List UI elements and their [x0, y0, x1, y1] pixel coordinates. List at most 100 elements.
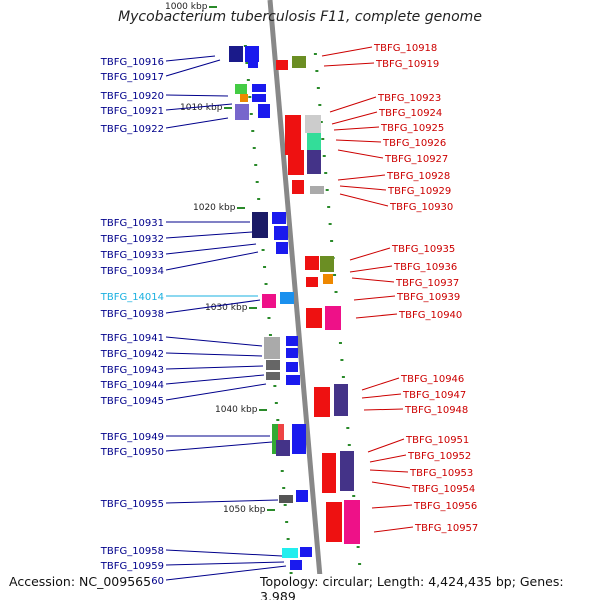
gene-feature-block: [322, 453, 336, 493]
tick-dot: [316, 87, 320, 89]
left-gene-label[interactable]: TBFG_10933: [100, 250, 164, 261]
scale-label: 1010 kbp: [180, 103, 223, 113]
gene-feature-block: [285, 115, 301, 155]
tick-dot: [285, 521, 289, 523]
left-gene-label[interactable]: TBFG_10921: [100, 106, 164, 117]
tick-dot: [346, 427, 350, 429]
right-gene-label[interactable]: TBFG_10923: [377, 93, 441, 104]
left-gene-label[interactable]: TBFG_10916: [100, 57, 164, 68]
right-gene-label[interactable]: TBFG_10940: [398, 310, 462, 321]
gene-feature-block: [334, 384, 348, 416]
leader-line: [369, 454, 407, 463]
tick-dot: [282, 487, 286, 489]
left-gene-label[interactable]: TBFG_10941: [100, 333, 164, 344]
gene-feature-block: [266, 372, 280, 380]
gene-feature-block: [240, 94, 248, 102]
leader-line: [351, 277, 395, 283]
gene-feature-block: [272, 424, 278, 454]
scale-tick: [249, 307, 257, 309]
scale-label: 1040 kbp: [215, 405, 258, 415]
gene-feature-block: [306, 277, 318, 287]
right-gene-label[interactable]: TBFG_10927: [384, 154, 448, 165]
left-gene-label[interactable]: TBFG_10945: [100, 396, 164, 407]
right-gene-label[interactable]: TBFG_10936: [393, 262, 457, 273]
tick-dot: [338, 342, 342, 344]
right-gene-label[interactable]: TBFG_10947: [402, 390, 466, 401]
leader-line: [363, 408, 404, 411]
scale-label: 1000 kbp: [165, 2, 208, 12]
tick-dot: [318, 104, 322, 106]
right-gene-label[interactable]: TBFG_10939: [396, 292, 460, 303]
right-gene-label[interactable]: TBFG_10928: [386, 171, 450, 182]
tick-dot: [286, 538, 290, 540]
left-gene-label[interactable]: TBFG_10949: [100, 432, 164, 443]
leader-line: [165, 117, 229, 129]
genome-summary-text: Topology: circular; Length: 4,424,435 bp…: [260, 574, 600, 600]
leader-line: [165, 231, 253, 239]
gene-feature-block: [266, 360, 280, 370]
leader-line: [165, 549, 283, 557]
right-gene-label[interactable]: TBFG_10926: [382, 138, 446, 149]
tick-dot: [358, 563, 362, 565]
leader-line: [165, 441, 273, 452]
tick-dot: [252, 147, 256, 149]
tick-dot: [280, 470, 284, 472]
right-gene-label[interactable]: TBFG_10956: [413, 501, 477, 512]
leader-line: [335, 139, 382, 143]
left-gene-label[interactable]: TBFG_10942: [100, 349, 164, 360]
right-gene-label[interactable]: TBFG_10919: [375, 59, 439, 70]
scale-tick: [209, 6, 217, 8]
leader-line: [165, 383, 267, 401]
tick-dot: [263, 266, 267, 268]
left-gene-label[interactable]: TBFG_10938: [100, 309, 164, 320]
right-gene-label[interactable]: TBFG_10930: [389, 202, 453, 213]
gene-feature-block: [292, 56, 306, 68]
right-gene-label[interactable]: TBFG_10937: [395, 278, 459, 289]
right-gene-label[interactable]: TBFG_10957: [414, 523, 478, 534]
gene-feature-block: [286, 375, 300, 385]
right-gene-label[interactable]: TBFG_10946: [400, 374, 464, 385]
leader-line: [337, 174, 386, 181]
left-gene-label[interactable]: TBFG_14014: [100, 292, 164, 303]
scale-tick: [267, 509, 275, 511]
left-gene-label[interactable]: TBFG_10931: [100, 218, 164, 229]
left-gene-label[interactable]: TBFG_10917: [100, 72, 164, 83]
gene-feature-block: [235, 104, 249, 120]
left-gene-label[interactable]: TBFG_10958: [100, 546, 164, 557]
tick-dot: [248, 96, 252, 98]
left-gene-label[interactable]: TBFG_10934: [100, 266, 164, 277]
right-gene-label[interactable]: TBFG_10953: [409, 468, 473, 479]
gene-feature-block: [305, 115, 321, 133]
leader-line: [165, 251, 259, 271]
tick-dot: [340, 359, 344, 361]
right-gene-label[interactable]: TBFG_10924: [378, 108, 442, 119]
left-gene-label[interactable]: TBFG_10950: [100, 447, 164, 458]
right-gene-label[interactable]: TBFG_10935: [391, 244, 455, 255]
right-gene-label[interactable]: TBFG_10951: [405, 435, 469, 446]
right-gene-label[interactable]: TBFG_10918: [373, 43, 437, 54]
left-gene-label[interactable]: TBFG_10922: [100, 124, 164, 135]
right-gene-label[interactable]: TBFG_10929: [387, 186, 451, 197]
left-gene-label[interactable]: TBFG_10920: [100, 91, 164, 102]
leader-line: [337, 149, 384, 159]
right-gene-label[interactable]: TBFG_10954: [411, 484, 475, 495]
leader-line: [165, 499, 279, 504]
leader-line: [165, 352, 263, 357]
left-gene-label[interactable]: TBFG_10944: [100, 380, 164, 391]
map-title: Mycobacterium tuberculosis F11, complete…: [118, 9, 482, 25]
leader-line: [355, 313, 398, 319]
left-gene-label[interactable]: TBFG_10955: [100, 499, 164, 510]
leader-line: [349, 247, 391, 261]
leader-line: [165, 243, 257, 255]
genome-backbone: [267, 0, 325, 600]
gene-feature-block: [326, 502, 342, 542]
gene-feature-block: [272, 212, 286, 224]
right-gene-label[interactable]: TBFG_10925: [380, 123, 444, 134]
left-gene-label[interactable]: TBFG_10943: [100, 365, 164, 376]
left-gene-label[interactable]: TBFG_10932: [100, 234, 164, 245]
gene-feature-block: [314, 387, 330, 417]
right-gene-label[interactable]: TBFG_10948: [404, 405, 468, 416]
right-gene-label[interactable]: TBFG_10952: [407, 451, 471, 462]
tick-dot: [268, 334, 272, 336]
left-gene-label[interactable]: TBFG_10959: [100, 561, 164, 572]
